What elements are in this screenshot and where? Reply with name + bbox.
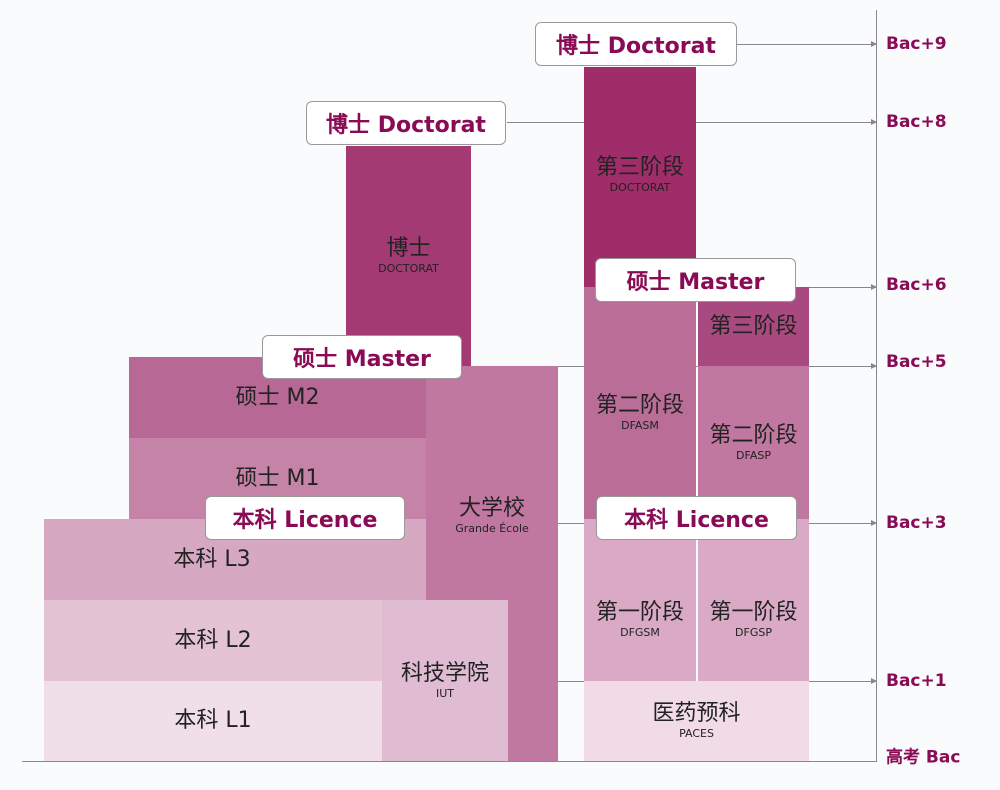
label-box-licence-left: 本科 Licence (205, 496, 405, 540)
label-box-master-left: 硕士 Master (262, 335, 462, 379)
label-fr: PACES (679, 727, 714, 740)
label-fr: DOCTORAT (378, 262, 439, 275)
label-fr: DFGSM (620, 626, 660, 639)
level-bac9: Bac+9 (886, 34, 947, 54)
label-zh: 第一阶段 (709, 600, 798, 625)
label-zh: 本科 L3 (173, 546, 251, 572)
label-zh: 第二阶段 (595, 393, 684, 418)
label-zh: 本科 L1 (174, 708, 252, 733)
level-bac3: Bac+3 (886, 513, 947, 533)
label-fr: IUT (435, 686, 454, 700)
arrow-bac9 (737, 41, 877, 47)
label-zh: 第一阶段 (595, 600, 684, 625)
arrow-bac6 (809, 284, 877, 290)
vertical-axis (876, 10, 877, 762)
label-fr: DFASM (621, 419, 659, 432)
arrow-bac8 (696, 119, 877, 125)
label-zh: 科技学院 (400, 660, 489, 686)
label-zh: 大学校 (458, 496, 525, 521)
label-zh: 本科 L2 (174, 627, 252, 653)
label-zh: 第三阶段 (709, 313, 798, 339)
line-bac8-left (507, 122, 584, 123)
label-box-master-right: 硕士 Master (595, 258, 796, 302)
level-bac5: Bac+5 (886, 352, 947, 372)
label-fr: DOCTORAT (609, 181, 671, 194)
label-box-doctorat-left: 博士 Doctorat (306, 101, 506, 145)
label-fr: DFGSP (735, 626, 772, 639)
label-zh: 硕士 M2 (235, 384, 320, 410)
block-l2: 本科 L2 (44, 600, 382, 681)
label-zh: 硕士 M1 (235, 465, 320, 491)
label-box-licence-right: 本科 Licence (596, 496, 797, 540)
label-box-doctorat-right: 博士 Doctorat (535, 22, 737, 66)
level-bac: 高考 Bac (886, 747, 961, 768)
label-zh: 第三阶段 (595, 155, 684, 180)
baseline (22, 761, 877, 762)
block-l1: 本科 L1 (44, 681, 382, 761)
label-fr: DFASP (736, 448, 771, 462)
level-bac8: Bac+8 (886, 112, 947, 132)
label-fr: Grande École (455, 522, 529, 535)
level-bac6: Bac+6 (886, 275, 947, 295)
label-zh: 第二阶段 (709, 422, 798, 448)
level-bac1: Bac+1 (886, 671, 947, 691)
label-zh: 博士 (386, 236, 431, 261)
label-zh: 医药预科 (652, 701, 741, 726)
